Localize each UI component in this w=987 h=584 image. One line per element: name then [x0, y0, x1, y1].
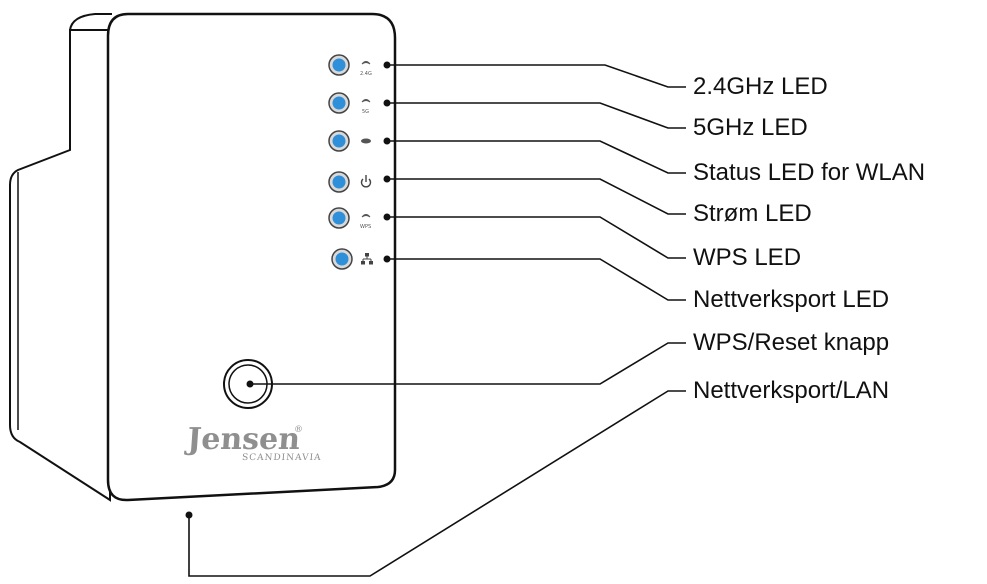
icon-text-5g: 5G	[362, 109, 369, 115]
callout-wps-reset-button: WPS/Reset knapp	[693, 329, 890, 356]
callout-network-port-led: Nettverksport LED	[693, 286, 890, 313]
leader-lan	[188, 390, 686, 577]
led-5ghz: 5G	[328, 92, 371, 115]
leader-5ghz	[387, 102, 686, 129]
leader-network	[387, 258, 686, 301]
icon-text-wps: WPS	[360, 224, 371, 230]
wps-icon	[361, 214, 371, 218]
wifi-5g-icon	[361, 99, 371, 103]
leader-reset	[252, 342, 686, 385]
wlan-icon	[361, 138, 371, 144]
leader-wps	[387, 216, 686, 259]
brand-subtitle: SCANDINAVIA	[242, 453, 322, 463]
device-side-panel	[9, 29, 111, 502]
callout-power-led: Strøm LED	[693, 200, 812, 227]
power-icon	[360, 175, 372, 188]
callout-wps-led: WPS LED	[693, 244, 802, 271]
icon-text-2.4g: 2.4G	[360, 71, 372, 77]
led-2.4ghz: 2.4G	[328, 54, 372, 77]
led-network	[331, 248, 373, 270]
leader-wlan	[387, 140, 686, 174]
callout-5ghz-led: 5GHz LED	[693, 114, 808, 141]
callout-network-port-lan: Nettverksport/LAN	[693, 377, 890, 404]
brand-registered-mark: ®	[294, 425, 305, 435]
network-icon	[361, 253, 373, 265]
callout-status-wlan-led: Status LED for WLAN	[693, 159, 926, 186]
device-front-panel	[106, 12, 397, 502]
brand-name: Jensen	[183, 422, 301, 457]
leader-lines	[188, 64, 686, 577]
callout-2.4ghz-led: 2.4GHz LED	[693, 73, 828, 100]
leader-2.4ghz	[387, 64, 686, 88]
leader-dots	[185, 61, 391, 519]
leader-power	[387, 178, 686, 215]
brand-logo: Jensen ® SCANDINAVIA	[183, 422, 322, 463]
led-wps: WPS	[328, 207, 371, 230]
device-top-edge	[69, 13, 112, 31]
led-wlan	[328, 130, 371, 152]
wifi-2.4g-icon	[361, 61, 371, 65]
led-power	[328, 171, 372, 193]
